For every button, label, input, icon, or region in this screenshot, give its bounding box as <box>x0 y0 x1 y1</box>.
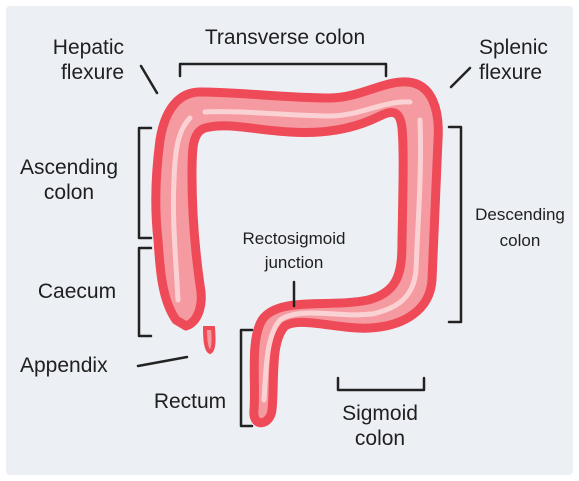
descending-colon-bracket <box>449 127 461 322</box>
hepatic-flexure-pointer <box>141 66 157 93</box>
transverse-colon-label: Transverse colon <box>175 26 395 51</box>
transverse-colon-bracket <box>180 64 386 76</box>
hepatic-flexure-label: Hepatic flexure <box>20 36 124 86</box>
sigmoid-colon-bracket <box>338 378 424 390</box>
hepatic-flexure-line-2: flexure <box>20 61 124 86</box>
ascending-colon-bracket <box>139 128 151 238</box>
descending-colon-line-2: colon <box>466 228 574 254</box>
ascending-colon-label: Ascending colon <box>8 156 130 206</box>
rectosigmoid-line-1: Rectosigmoid <box>236 227 352 251</box>
splenic-flexure-pointer <box>451 68 470 87</box>
caecum-label: Caecum <box>22 280 132 305</box>
splenic-flexure-line-2: flexure <box>479 61 571 86</box>
caecum-bracket <box>139 248 151 336</box>
appendix-label: Appendix <box>20 354 132 379</box>
splenic-flexure-label: Splenic flexure <box>479 36 571 86</box>
sigmoid-colon-line-2: colon <box>320 427 440 452</box>
rectosigmoid-junction-label: Rectosigmoid junction <box>236 227 352 275</box>
ascending-colon-line-2: colon <box>8 181 130 206</box>
splenic-flexure-line-1: Splenic <box>479 36 571 61</box>
sigmoid-colon-label: Sigmoid colon <box>320 402 440 452</box>
rectosigmoid-line-2: junction <box>236 251 352 275</box>
sigmoid-colon-line-1: Sigmoid <box>320 402 440 427</box>
descending-colon-label: Descending colon <box>466 202 574 253</box>
appendix-pointer <box>138 357 187 366</box>
ascending-colon-line-1: Ascending <box>8 156 130 181</box>
appendix <box>205 328 214 352</box>
hepatic-flexure-line-1: Hepatic <box>20 36 124 61</box>
rectum-label: Rectum <box>140 390 240 415</box>
descending-colon-line-1: Descending <box>466 202 574 228</box>
